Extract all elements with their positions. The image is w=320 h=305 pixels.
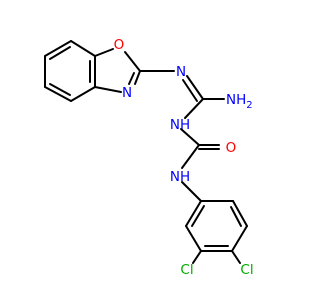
- bond-ar-inner-c: [191, 205, 205, 227]
- bond-n-c: [94, 86, 122, 93]
- bond-benz-inner-c: [49, 46, 71, 60]
- bonds: [44, 40, 248, 264]
- bond-ar-2: [232, 200, 248, 227]
- bond-nh-ccarb: [180, 128, 200, 146]
- structure-canvas: O N N NH2 NH O NH Cl Cl: [44, 37, 254, 278]
- atom-n-imine: N: [176, 64, 186, 80]
- bond-o-c2: [124, 51, 141, 72]
- atom-nh2-main: NH: [226, 92, 246, 108]
- bond-ar-3: [231, 225, 248, 252]
- bond-c-o: [94, 48, 114, 57]
- atom-cl-4: Cl: [240, 262, 253, 278]
- atom-nh-aryl: NH: [170, 169, 190, 185]
- atom-cl-3: Cl: [180, 262, 193, 278]
- bond-ar-cl3: [192, 250, 202, 264]
- bond-ar-inner-a: [230, 206, 242, 227]
- bond-cguan-nh: [184, 98, 204, 119]
- atom-nh2: NH2: [226, 92, 253, 111]
- bond-ar-cl4: [231, 250, 241, 264]
- atom-labels: O N N NH2 NH O NH Cl Cl: [114, 37, 254, 278]
- atom-o-carbonyl: O: [226, 140, 237, 156]
- bond-benz-inner-b: [49, 83, 71, 96]
- atom-nh2-sub: 2: [246, 100, 252, 111]
- bond-benz-4: [44, 86, 72, 102]
- atom-nh-guanidine: NH: [170, 117, 190, 133]
- bond-benz-1: [70, 40, 96, 57]
- bond-ar-5: [185, 225, 202, 252]
- atom-o-ring: O: [114, 37, 125, 53]
- bond-c2-n-double: [128, 72, 135, 85]
- bond-benz-3: [70, 86, 96, 102]
- bond-nimine-cguan: [186, 75, 204, 100]
- bond-nh-aryl: [181, 181, 202, 202]
- bond-nimine-cguan-double: [182, 79, 198, 102]
- bond-ccarb-nh: [181, 144, 200, 169]
- bond-benz-6: [44, 40, 72, 57]
- bond-c2-n: [134, 70, 141, 85]
- molecule-structure: O N N NH2 NH O NH Cl Cl: [44, 37, 254, 278]
- bond-ar-6: [185, 200, 202, 227]
- atom-n-ring: N: [122, 85, 132, 101]
